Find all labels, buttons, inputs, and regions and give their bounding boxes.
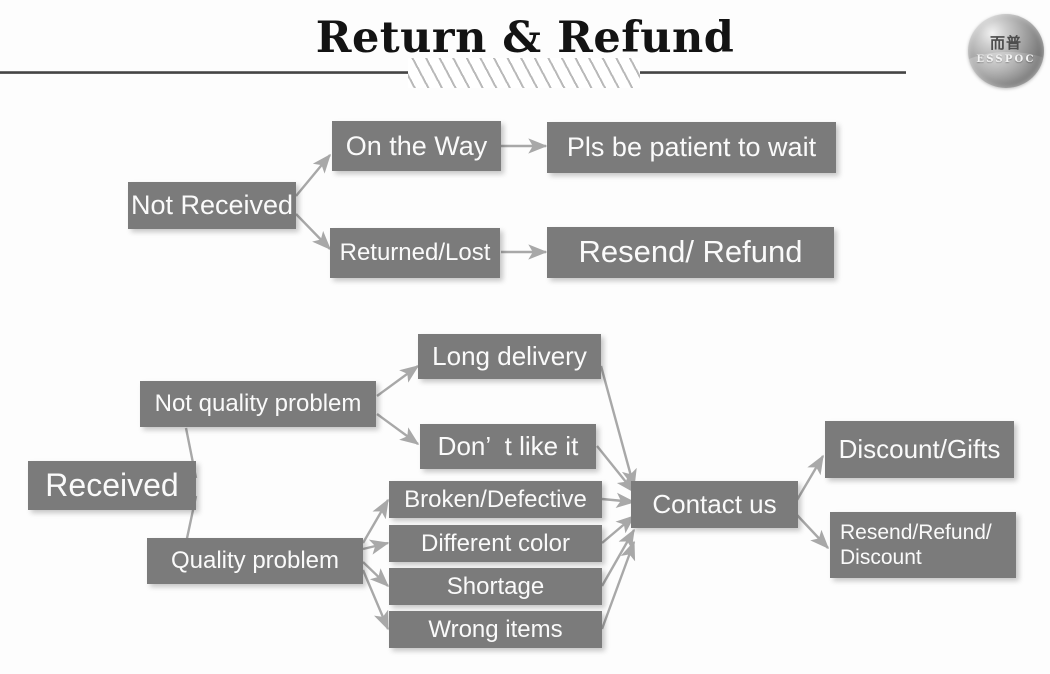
node-broken-defective[interactable]: Broken/Defective bbox=[389, 481, 602, 518]
header-divider-hatch-pattern bbox=[408, 58, 640, 88]
node-resend-refund[interactable]: Resend/ Refund bbox=[547, 227, 834, 278]
node-quality-problem[interactable]: Quality problem bbox=[147, 538, 363, 584]
node-resend-refund-discount[interactable]: Resend/Refund/ Discount bbox=[830, 512, 1016, 578]
page-title: Return & Refund bbox=[315, 13, 735, 63]
node-dont-like-it[interactable]: Don’ t like it bbox=[420, 424, 596, 469]
node-not-quality-problem[interactable]: Not quality problem bbox=[140, 381, 376, 427]
node-on-the-way[interactable]: On the Way bbox=[332, 121, 501, 171]
node-pls-be-patient-to-wait[interactable]: Pls be patient to wait bbox=[547, 122, 836, 173]
node-contact-us[interactable]: Contact us bbox=[631, 481, 798, 528]
brand-logo: 而普 ESSPOC bbox=[968, 14, 1044, 88]
node-long-delivery[interactable]: Long delivery bbox=[418, 334, 601, 379]
brand-logo-cn-text: 而普 bbox=[989, 34, 1022, 52]
node-wrong-items[interactable]: Wrong items bbox=[389, 611, 602, 648]
node-discount-gifts[interactable]: Discount/Gifts bbox=[825, 421, 1014, 478]
node-shortage[interactable]: Shortage bbox=[389, 568, 602, 605]
node-different-color[interactable]: Different color bbox=[389, 525, 602, 562]
node-returned-lost[interactable]: Returned/Lost bbox=[330, 228, 500, 278]
node-not-received[interactable]: Not Received bbox=[128, 182, 296, 229]
node-received[interactable]: Received bbox=[28, 461, 196, 510]
